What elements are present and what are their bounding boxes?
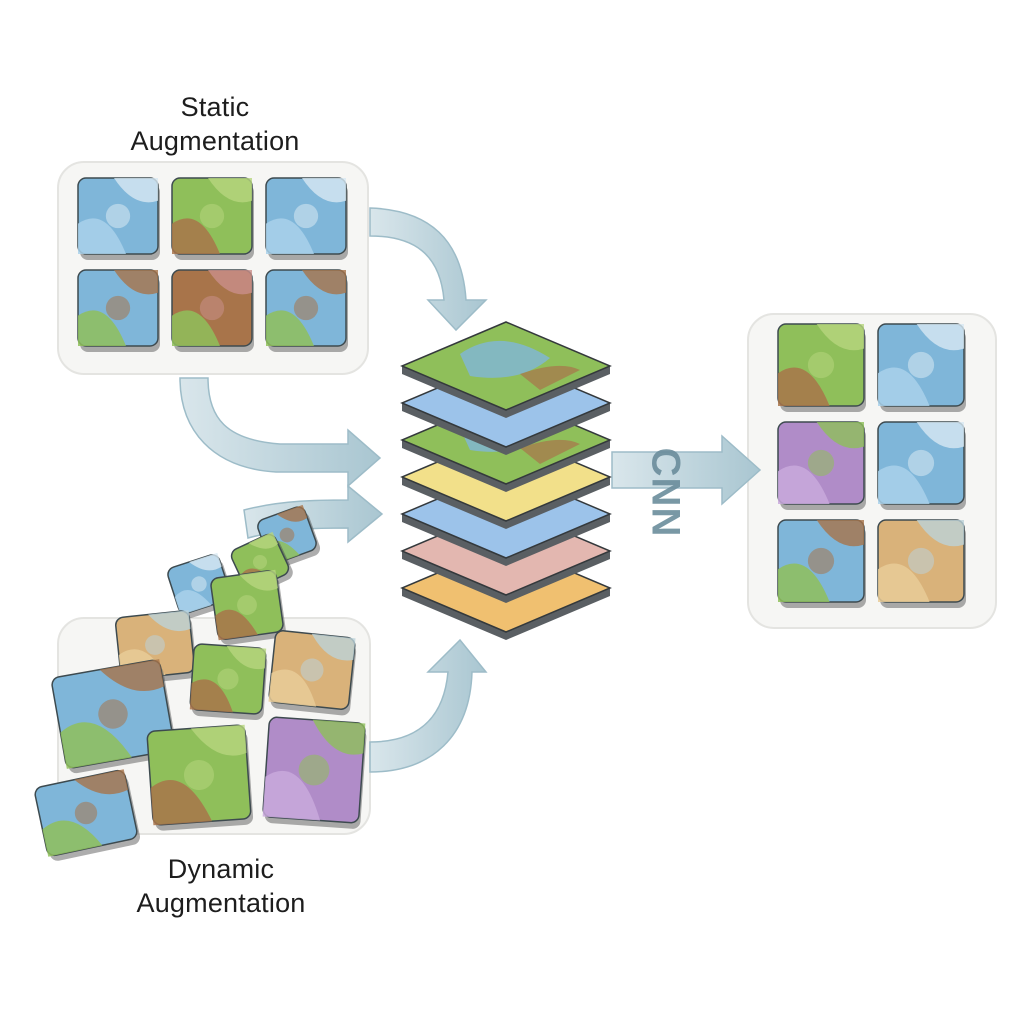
dynamic-tile bbox=[189, 643, 268, 721]
static-augmentation-label: Static Augmentation bbox=[90, 90, 340, 158]
dynamic-augmentation-label: Dynamic Augmentation bbox=[96, 852, 346, 920]
output-tile bbox=[777, 519, 866, 608]
dynamic-label-line2: Augmentation bbox=[136, 888, 306, 918]
cnn-layer-stack bbox=[400, 321, 612, 640]
cnn-layer bbox=[400, 321, 612, 418]
static-tiles bbox=[77, 177, 348, 352]
dynamic-label-line1: Dynamic bbox=[167, 854, 275, 884]
static-label-line1: Static bbox=[180, 92, 250, 122]
dynamic-tile bbox=[210, 569, 286, 645]
output-tile bbox=[877, 421, 966, 510]
dynamic-tile bbox=[262, 716, 367, 829]
dynamic-tile bbox=[268, 630, 357, 716]
arrow-dynamic-to-stack bbox=[369, 638, 488, 773]
static-tile bbox=[265, 177, 348, 260]
output-tile bbox=[777, 323, 866, 412]
static-tile bbox=[265, 269, 348, 352]
dynamic-tiles bbox=[34, 504, 367, 861]
dynamic-tile bbox=[34, 769, 140, 861]
static-label-line2: Augmentation bbox=[130, 126, 300, 156]
arrow-static-down bbox=[179, 377, 382, 488]
static-tile bbox=[171, 177, 254, 260]
static-tile bbox=[77, 269, 160, 352]
static-tile bbox=[77, 177, 160, 260]
arrow-static-to-stack bbox=[369, 207, 488, 332]
arrow-stack-to-output bbox=[611, 434, 762, 506]
cnn-label: CNN bbox=[643, 447, 688, 538]
output-tile bbox=[877, 519, 966, 608]
dynamic-tile bbox=[51, 659, 177, 774]
output-tile bbox=[777, 421, 866, 510]
static-tile bbox=[171, 269, 254, 352]
dynamic-tile bbox=[146, 724, 254, 831]
output-tiles bbox=[777, 323, 966, 608]
output-tile bbox=[877, 323, 966, 412]
